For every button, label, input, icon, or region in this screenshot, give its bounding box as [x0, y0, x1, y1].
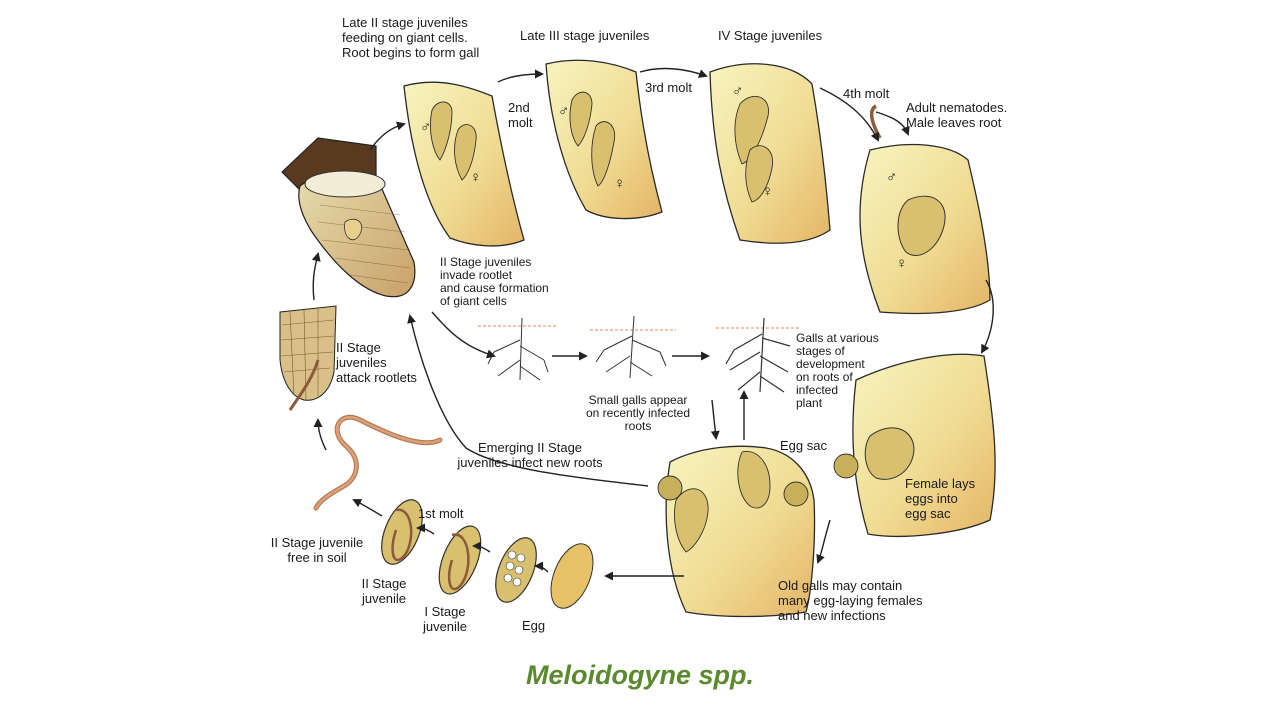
label-1st-molt: 1st molt: [418, 506, 464, 521]
ii-stage-juvenile-illustration: [438, 525, 482, 595]
label-ii-stage-attack: II Stage juveniles attack rootlets: [336, 340, 417, 385]
label-iv-stage: IV Stage juveniles: [718, 28, 823, 43]
label-galls-various: Galls at various stages of development o…: [796, 331, 879, 410]
male-symbol: ♂: [732, 83, 744, 100]
male-symbol: ♂: [886, 169, 898, 186]
egg-illustration: [550, 543, 594, 609]
root-system-healthy: [487, 317, 549, 381]
label-emerging-juveniles: Emerging II Stage juveniles infect new r…: [457, 440, 603, 470]
root-tip-illustration: [281, 137, 416, 298]
species-caption: Meloidogyne spp.: [525, 660, 754, 690]
gall-panel-late-iii: [545, 59, 663, 220]
label-late-iii-stage: Late III stage juveniles: [520, 28, 650, 43]
female-symbol: ♀: [896, 255, 908, 272]
molting-juvenile-illustration: [381, 499, 423, 565]
label-ii-stage-juvenile: II Stage juvenile: [361, 576, 407, 606]
label-old-galls: Old galls may contain many egg-laying fe…: [778, 578, 923, 623]
male-symbol: ♂: [420, 119, 432, 136]
gall-panel-iv-stage: [709, 63, 831, 244]
label-free-in-soil: II Stage juvenile free in soil: [270, 535, 364, 565]
male-symbol: ♂: [558, 103, 570, 120]
cycle-arrows: [311, 67, 994, 581]
root-system-small-galls: [595, 315, 667, 379]
gall-panel-female-egg-sac: [833, 353, 996, 537]
label-female-lays: Female lays eggs into egg sac: [905, 476, 976, 521]
label-late-ii-stage: Late II stage juveniles feeding on giant…: [342, 15, 480, 60]
label-4th-molt: 4th molt: [843, 86, 890, 101]
label-ii-stage-invade: II Stage juveniles invade rootlet and ca…: [440, 255, 549, 308]
i-stage-juvenile-illustration: [495, 537, 537, 603]
female-symbol: ♀: [614, 175, 626, 192]
female-symbol: ♀: [470, 169, 482, 186]
label-egg: Egg: [522, 618, 546, 633]
female-symbol: ♀: [762, 183, 774, 200]
label-small-galls: Small galls appear on recently infected …: [585, 393, 691, 433]
root-system-galled: [725, 317, 791, 393]
label-i-stage-juvenile: I Stage juvenile: [422, 604, 468, 634]
label-adult-nematodes: Adult nematodes. Male leaves root: [906, 100, 1008, 130]
label-2nd-molt: 2nd molt: [508, 100, 533, 130]
soil-lines: [478, 325, 800, 331]
label-3rd-molt: 3rd molt: [645, 80, 692, 95]
gall-panel-late-ii: [403, 81, 525, 247]
rootlet-attack-illustration: [279, 305, 337, 411]
gall-panel-adult: [859, 104, 991, 315]
gall-panel-old-galls: [657, 445, 816, 618]
free-juvenile-worm-illustration: [313, 414, 443, 511]
label-egg-sac: Egg sac: [780, 438, 827, 453]
